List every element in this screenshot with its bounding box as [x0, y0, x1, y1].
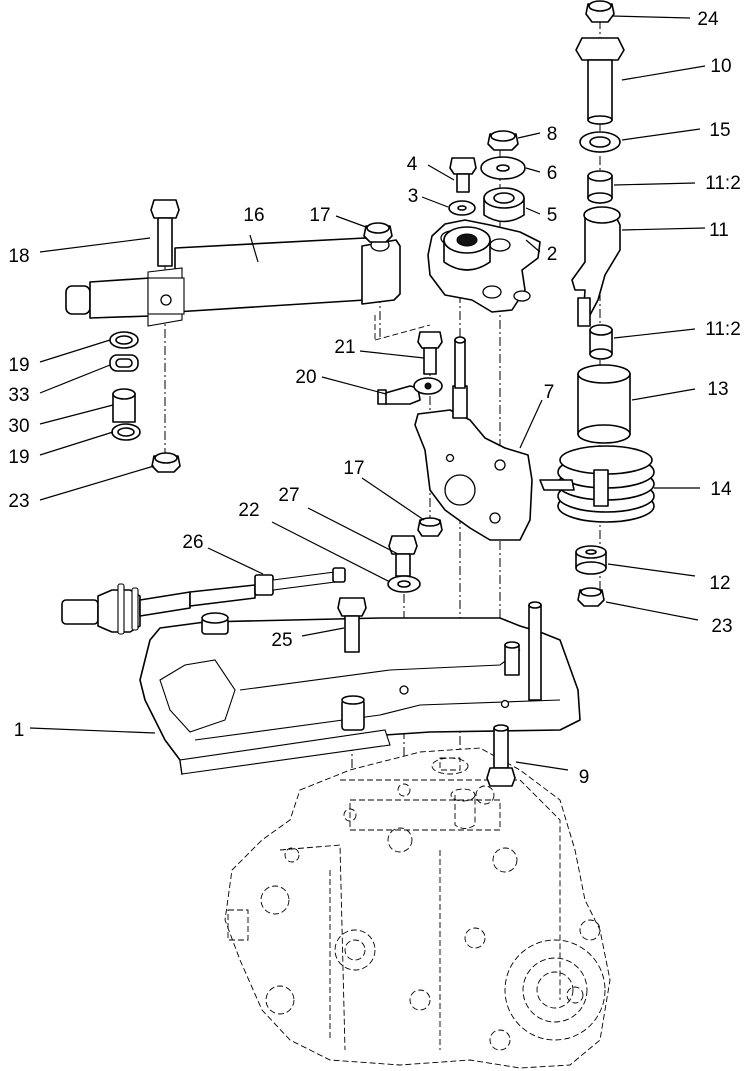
- bolt-18: [150, 199, 180, 267]
- label-7: 7: [544, 382, 555, 403]
- nut-23-right: [577, 587, 605, 607]
- label-33: 33: [8, 385, 29, 406]
- label-20: 20: [295, 367, 316, 388]
- label-19-upper: 19: [8, 355, 29, 376]
- label-5: 5: [547, 205, 558, 226]
- label-27: 27: [278, 485, 299, 506]
- bushing-11-2-upper: [587, 170, 613, 204]
- label-19-lower: 19: [8, 447, 29, 468]
- label-11: 11: [709, 220, 729, 241]
- spring-14: [539, 445, 655, 523]
- leader-lines: [29, 15, 706, 771]
- label-23-left: 23: [8, 491, 29, 512]
- label-11-2-upper: 11:2: [705, 173, 741, 194]
- label-2: 2: [547, 244, 558, 265]
- nut-17-upper: [363, 222, 393, 243]
- bolt-4: [449, 157, 477, 193]
- label-23-right: 23: [711, 616, 732, 637]
- sleeve-13: [577, 364, 631, 444]
- label-14: 14: [710, 479, 732, 500]
- label-26: 26: [182, 532, 203, 553]
- label-4: 4: [407, 154, 418, 175]
- bushing-11-2-lower: [589, 324, 613, 360]
- nut-23-left: [151, 452, 181, 473]
- control-plate: [414, 336, 533, 541]
- label-24: 24: [697, 9, 719, 30]
- label-30: 30: [8, 416, 29, 437]
- label-6: 6: [547, 163, 558, 184]
- label-16: 16: [243, 205, 264, 226]
- label-22: 22: [238, 500, 259, 521]
- bolt-27: [388, 535, 418, 577]
- bolt-25: [337, 597, 367, 653]
- washer-19-lower: [111, 423, 141, 441]
- bolt-21: [417, 331, 443, 375]
- nut-8: [487, 130, 519, 151]
- control-cable: [61, 567, 346, 635]
- label-18: 18: [8, 246, 29, 267]
- callout-labels: 24 10 15 11:2 8 6 4 3 5 2 11 16 17 18 11…: [8, 9, 740, 788]
- washer-3: [448, 200, 476, 216]
- spacer-10: [575, 37, 625, 125]
- label-21: 21: [334, 337, 355, 358]
- label-17-upper: 17: [309, 205, 330, 226]
- label-17-lower: 17: [343, 458, 364, 479]
- label-10: 10: [710, 56, 731, 77]
- lever-11: [571, 206, 621, 327]
- lever-arm: [427, 219, 541, 313]
- nut-17-lower: [417, 517, 443, 537]
- label-25: 25: [271, 630, 292, 651]
- nut-24: [585, 0, 615, 23]
- label-9: 9: [579, 767, 590, 788]
- washer-15: [579, 131, 621, 153]
- hydrostatic-pump-phantom: [224, 747, 611, 1069]
- label-11-2-lower: 11:2: [705, 319, 741, 340]
- ball-joint-20: [377, 377, 443, 405]
- bolt-9: [486, 724, 516, 787]
- label-13: 13: [707, 379, 728, 400]
- label-3: 3: [408, 186, 419, 207]
- spacer-33: [109, 354, 139, 372]
- label-12: 12: [709, 573, 730, 594]
- washer-6: [480, 156, 526, 180]
- label-8: 8: [547, 124, 558, 145]
- washer-22: [387, 575, 421, 593]
- damper: [65, 237, 401, 327]
- bushing-30: [112, 388, 136, 423]
- label-15: 15: [709, 120, 730, 141]
- bushing-5: [483, 187, 525, 223]
- spacer-12: [575, 545, 607, 575]
- label-1: 1: [14, 720, 25, 741]
- washer-19-upper: [109, 331, 139, 349]
- mount-bracket: [139, 601, 581, 775]
